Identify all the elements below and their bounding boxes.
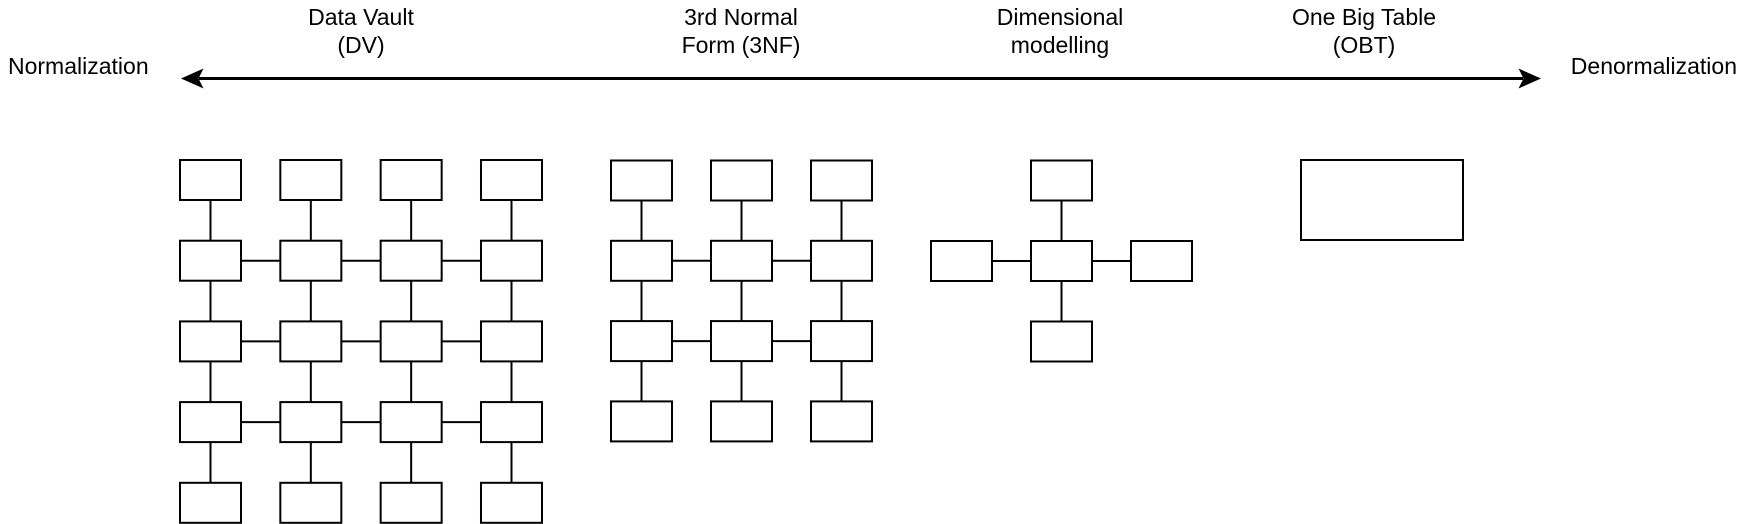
entity-box (610, 159, 673, 202)
entity-box (479, 401, 543, 444)
one-big-table-schema (1300, 159, 1464, 241)
column-label-line1: Data Vault (308, 4, 414, 30)
entity-box (479, 320, 543, 363)
entity-box (810, 159, 873, 202)
column-label-3nf: 3rd Normal Form (3NF) (581, 3, 901, 59)
entity-box (710, 320, 773, 363)
entity-box (610, 239, 673, 282)
column-label-obt: One Big Table (OBT) (1204, 3, 1524, 59)
entity-box (179, 320, 242, 363)
entity-box (810, 320, 873, 363)
entity-box (179, 239, 242, 282)
column-label-line1: Dimensional (996, 4, 1124, 30)
column-label-line1: One Big Table (1291, 4, 1437, 30)
entity-box (179, 401, 242, 444)
entity-box (610, 400, 673, 443)
entity-box (610, 320, 673, 363)
entity-box (479, 239, 543, 282)
entity-box (379, 320, 443, 363)
column-label-line1: 3rd Normal (684, 4, 798, 30)
column-label-line2: modelling (1010, 32, 1110, 58)
entity-box (1030, 240, 1093, 282)
arrowhead-right-icon (1518, 68, 1541, 89)
entity-box (379, 159, 443, 201)
entity-box (279, 320, 343, 363)
dimensional-modelling-schema (930, 159, 1193, 363)
column-label-line2: Form (3NF) (681, 32, 801, 58)
entity-box (379, 401, 443, 444)
entity-box (930, 240, 993, 282)
entity-box (279, 239, 343, 282)
column-label-data-vault: Data Vault (DV) (201, 3, 521, 59)
data-vault-schema (179, 159, 543, 524)
column-label-line2: (OBT) (1332, 32, 1396, 58)
entity-box (810, 400, 873, 443)
entity-box (279, 159, 343, 201)
entity-box (179, 481, 242, 524)
entity-box (479, 481, 543, 524)
column-label-line2: (DV) (337, 32, 385, 58)
entity-box (279, 401, 343, 444)
column-label-dimensional: Dimensional modelling (900, 3, 1220, 59)
entity-box (379, 481, 443, 524)
normalization-axis-label: Normalization (8, 53, 149, 79)
entity-box (1130, 240, 1193, 282)
arrowhead-left-icon (181, 68, 204, 89)
entity-box (279, 481, 343, 524)
denormalization-axis-label: Denormalization (1570, 53, 1737, 79)
third-normal-form-schema (610, 159, 873, 443)
entity-box (1030, 320, 1093, 363)
entity-box (179, 159, 242, 201)
entity-box (710, 159, 773, 202)
entity-box (1030, 159, 1093, 202)
entity-box (710, 400, 773, 443)
entity-box (810, 239, 873, 282)
entity-box (1300, 159, 1464, 241)
entity-box (379, 239, 443, 282)
spectrum-arrow (181, 68, 1541, 89)
entity-box (710, 239, 773, 282)
entity-box (479, 159, 543, 201)
